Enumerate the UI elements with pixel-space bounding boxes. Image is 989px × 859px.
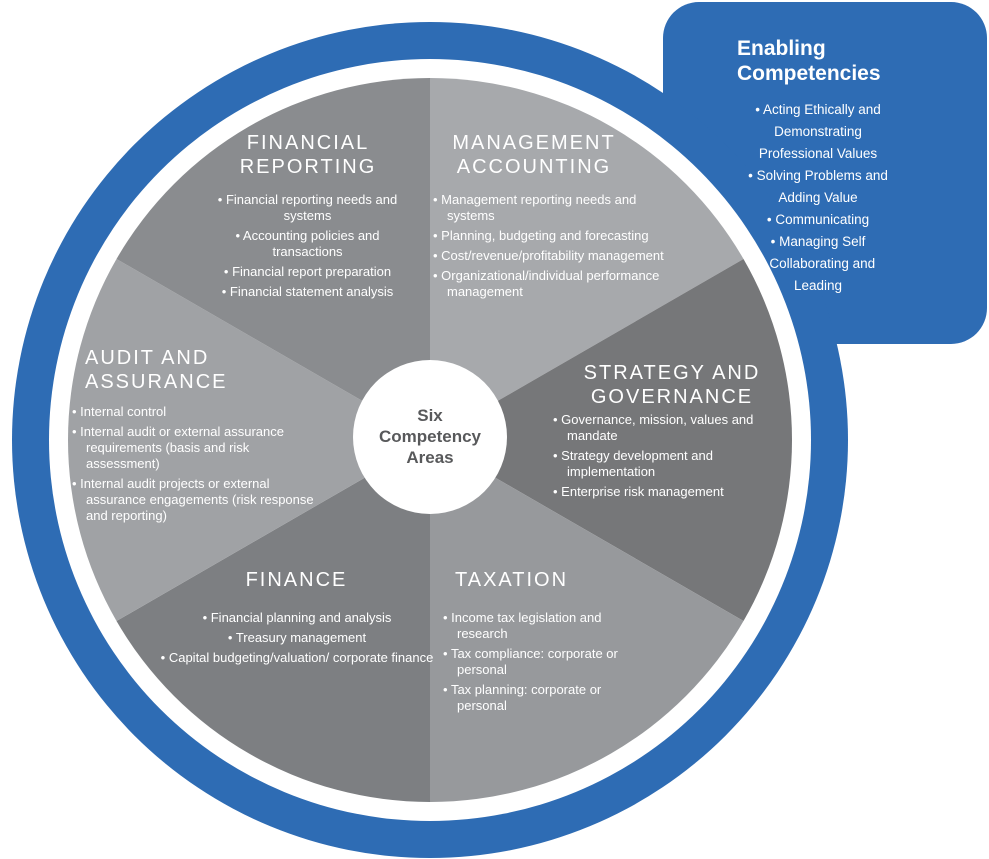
- bullet-item: Tax planning: corporate or personal: [443, 682, 635, 714]
- bullet-item: Governance, mission, values and mandate: [553, 412, 755, 444]
- bullet-item: Financial report preparation: [205, 264, 410, 280]
- segment-bullets-finance: Financial planning and analysis Treasury…: [152, 610, 442, 670]
- enabling-competencies-title: Enabling Competencies: [737, 36, 989, 86]
- bullet-item: Financial reporting needs and systems: [205, 192, 410, 224]
- segment-title-taxation: TAXATION: [455, 568, 655, 592]
- title-line: TAXATION: [455, 569, 569, 591]
- title-line: FINANCE: [245, 569, 348, 591]
- bullet-item: Treasury management: [152, 630, 442, 646]
- bullet-item: Capital budgeting/valuation/ corporate f…: [152, 650, 442, 666]
- bullet-item: Internal audit projects or external assu…: [72, 476, 324, 524]
- center-label-line: Six: [417, 406, 443, 425]
- title-line: MANAGEMENT: [452, 132, 616, 154]
- bullet-item: Cost/revenue/profitability management: [433, 248, 683, 264]
- title-line: STRATEGY AND: [583, 362, 761, 384]
- bullet-item: Financial planning and analysis: [152, 610, 442, 626]
- bullet-item: Tax compliance: corporate or personal: [443, 646, 635, 678]
- center-hub-circle: [353, 360, 507, 514]
- enabling-item: Acting Ethically and Demonstrating Profe…: [745, 99, 891, 165]
- title-line: Competencies: [737, 62, 881, 85]
- segment-bullets-financial-reporting: Financial reporting needs and systems Ac…: [205, 192, 410, 304]
- enabling-item: Communicating: [745, 209, 891, 231]
- bullet-item: Internal audit or external assurance req…: [72, 424, 324, 472]
- segment-title-financial-reporting: FINANCIAL REPORTING: [168, 131, 448, 179]
- segment-title-management-accounting: MANAGEMENT ACCOUNTING: [418, 131, 650, 179]
- title-line: GOVERNANCE: [590, 386, 754, 408]
- segment-title-finance: FINANCE: [180, 568, 413, 592]
- bullet-item: Internal control: [72, 404, 324, 420]
- segment-title-strategy-governance: STRATEGY AND GOVERNANCE: [548, 361, 796, 409]
- segment-bullets-audit-assurance: Internal control Internal audit or exter…: [72, 404, 324, 528]
- title-line: ACCOUNTING: [456, 156, 612, 178]
- segment-title-audit-assurance: AUDIT AND ASSURANCE: [85, 346, 305, 394]
- segment-bullets-taxation: Income tax legislation and research Tax …: [443, 610, 635, 718]
- bullet-item: Accounting policies and transactions: [205, 228, 410, 260]
- bullet-item: Enterprise risk management: [553, 484, 755, 500]
- segment-bullets-strategy-governance: Governance, mission, values and mandate …: [553, 412, 755, 504]
- enabling-item: Solving Problems and Adding Value: [745, 165, 891, 209]
- title-line: REPORTING: [239, 156, 377, 178]
- title-line: AUDIT AND: [85, 347, 210, 369]
- bullet-item: Financial statement analysis: [205, 284, 410, 300]
- bullet-item: Management reporting needs and systems: [433, 192, 683, 224]
- segment-bullets-management-accounting: Management reporting needs and systems P…: [433, 192, 683, 304]
- enabling-item: Managing Self: [745, 231, 891, 253]
- title-line: FINANCIAL: [246, 132, 370, 154]
- bullet-item: Strategy development and implementation: [553, 448, 755, 480]
- bullet-item: Planning, budgeting and forecasting: [433, 228, 683, 244]
- title-line: Enabling: [737, 37, 826, 60]
- enabling-competencies-list: Acting Ethically and Demonstrating Profe…: [745, 99, 891, 297]
- center-hub-label: Six Competency Areas: [352, 405, 508, 468]
- enabling-competencies-content: Enabling Competencies Acting Ethically a…: [663, 0, 989, 297]
- title-line: ASSURANCE: [85, 371, 228, 393]
- center-label-line: Areas: [406, 448, 454, 467]
- bullet-item: Organizational/individual performance ma…: [433, 268, 683, 300]
- enabling-item: Collaborating and Leading: [745, 253, 891, 297]
- center-label-line: Competency: [378, 427, 482, 446]
- bullet-item: Income tax legislation and research: [443, 610, 635, 642]
